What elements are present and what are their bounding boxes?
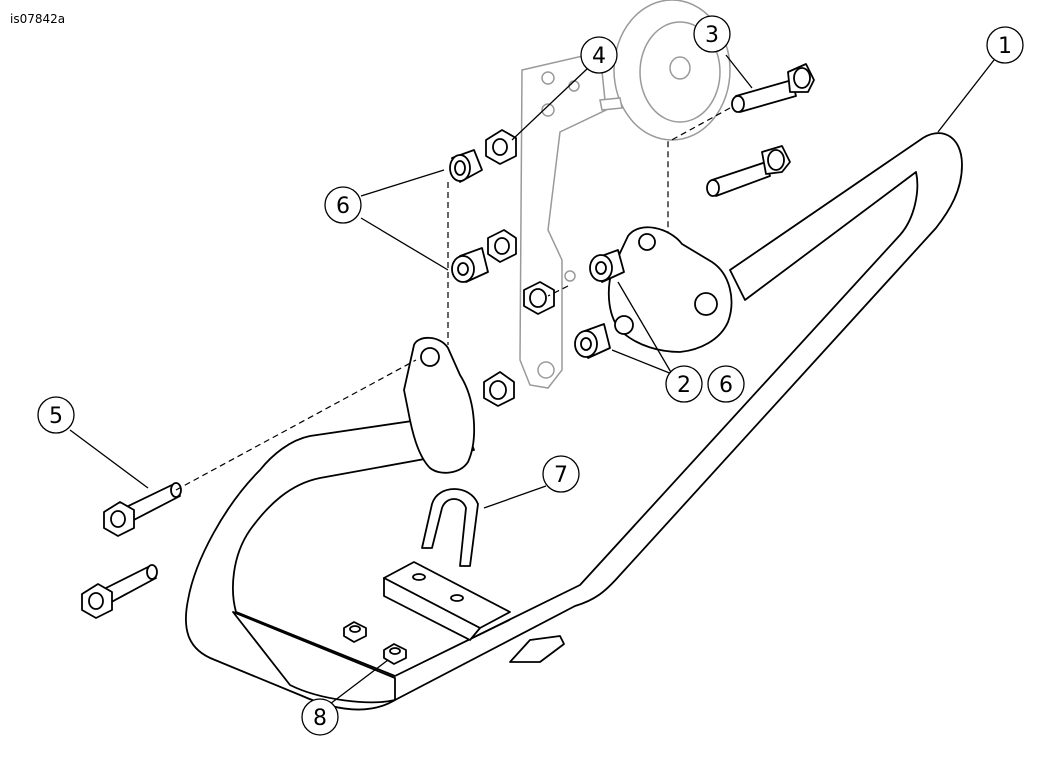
callout-label-8: 8 [313, 706, 327, 731]
u-bolt-part-7 [421, 488, 479, 567]
callout-label-2: 2 [677, 373, 691, 398]
figure-id: is07842a [10, 12, 66, 26]
bolt-part-3 [731, 63, 815, 113]
bolt-part-3b [706, 145, 791, 197]
nut-part-4b [487, 229, 517, 263]
nut-part-4c [523, 281, 555, 315]
callout-3: 3 [693, 15, 731, 53]
callout-2: 2 [665, 365, 703, 403]
callout-1: 1 [986, 26, 1024, 64]
assembly-lines [175, 107, 731, 491]
callout-label-1: 1 [998, 34, 1012, 59]
small-nut-part-8 [343, 621, 367, 643]
callout-label-5: 5 [49, 404, 63, 429]
callout-8: 8 [301, 698, 339, 736]
callout-label-7: 7 [554, 463, 568, 488]
callout-6-left: 6 [324, 186, 362, 224]
callout-label-6-right: 6 [719, 373, 733, 398]
spacer-part-2-upper [589, 249, 625, 283]
small-nut-part-8b [383, 643, 407, 665]
callout-5: 5 [37, 396, 75, 434]
leader-lines [69, 54, 995, 705]
spacer-part-6-upper [449, 149, 483, 183]
callout-7: 7 [542, 455, 580, 493]
spacer-part-6-lower [451, 247, 489, 283]
callout-6-right: 6 [707, 365, 745, 403]
guard-bar-part [184, 132, 963, 711]
callout-4: 4 [580, 36, 618, 74]
callout-label-3: 3 [705, 23, 719, 48]
callout-label-6-left: 6 [336, 194, 350, 219]
nut-part-4d [483, 371, 515, 407]
spacer-part-2-lower [574, 323, 611, 359]
bolt-part-5 [103, 482, 182, 537]
nut-part-4 [485, 129, 517, 165]
bolt-part-5b [81, 564, 158, 619]
callout-label-4: 4 [592, 44, 606, 69]
